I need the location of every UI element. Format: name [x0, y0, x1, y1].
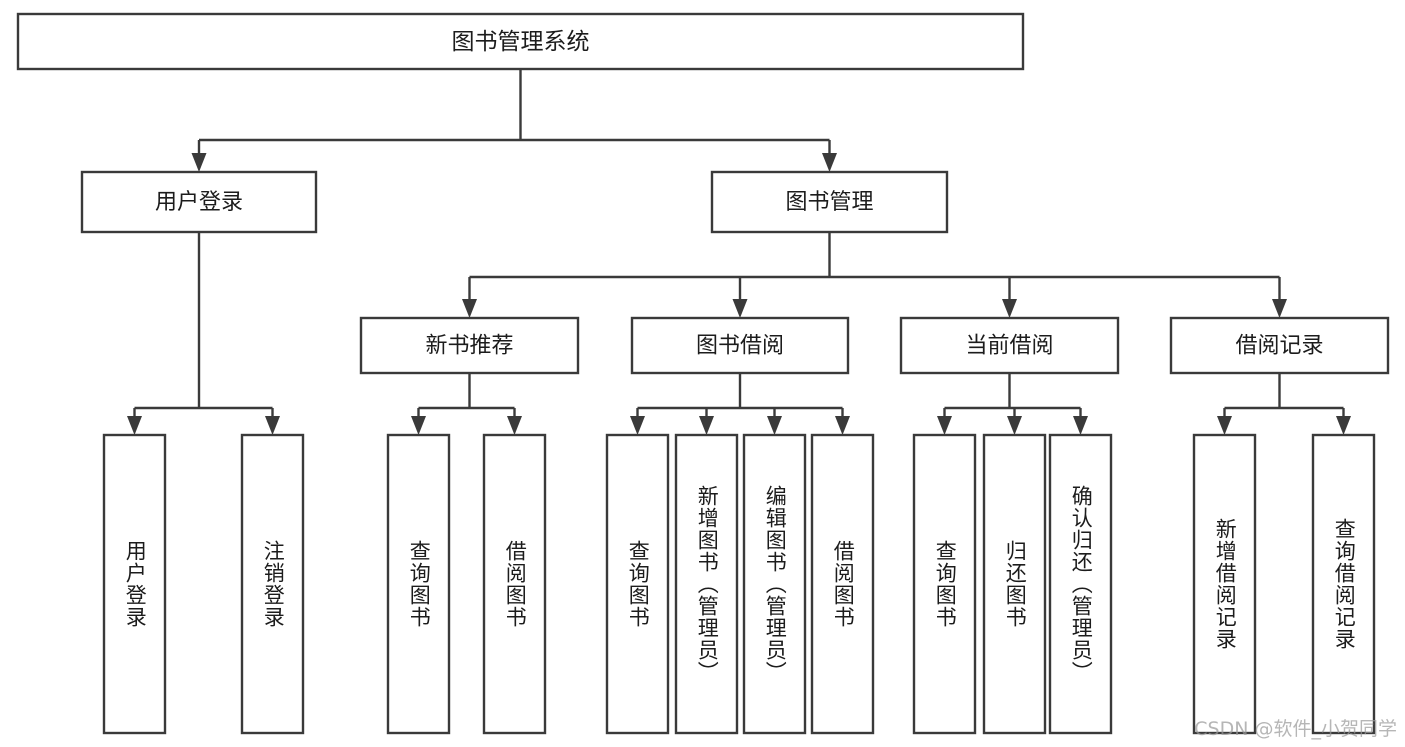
node-leaf-return-book[interactable]: [982, 433, 1047, 735]
node-borrow-record-label: 借阅记录: [1235, 334, 1323, 359]
arrow-head-icon: [1272, 299, 1287, 318]
node-user-login[interactable]: [80, 170, 318, 234]
node-leaf-query-borrow-record[interactable]: [1311, 433, 1376, 735]
node-leaf-borrow-book-recommend[interactable]: [482, 433, 547, 735]
arrow-head-icon: [1073, 416, 1088, 435]
node-book-borrow-label: 图书借阅: [696, 334, 784, 359]
node-book-borrow[interactable]: [630, 316, 850, 375]
arrow-head-icon: [767, 416, 782, 435]
node-new-book-recommend[interactable]: [359, 316, 580, 375]
arrow-head-icon: [699, 416, 714, 435]
node-current-borrow[interactable]: [899, 316, 1120, 375]
arrow-head-icon: [822, 153, 837, 172]
arrow-head-icon: [507, 416, 522, 435]
node-root-label: 图书管理系统: [452, 29, 590, 55]
watermark: CSDN @软件_小贺同学: [1194, 718, 1397, 740]
node-leaf-query-book-borrow[interactable]: [605, 433, 670, 735]
node-leaf-add-borrow-record[interactable]: [1192, 433, 1257, 735]
node-leaf-borrow-book[interactable]: [810, 433, 875, 735]
node-leaf-user-login[interactable]: [102, 433, 167, 735]
node-leaf-confirm-return-admin[interactable]: [1048, 433, 1113, 735]
node-borrow-record[interactable]: [1169, 316, 1390, 375]
arrow-head-icon: [937, 416, 952, 435]
arrow-head-icon: [127, 416, 142, 435]
node-root[interactable]: [16, 12, 1025, 71]
node-leaf-logout[interactable]: [240, 433, 305, 735]
arrow-head-icon: [1002, 299, 1017, 318]
connector-layer: [127, 69, 1351, 435]
node-user-login-label: 用户登录: [155, 190, 243, 215]
arrow-head-icon: [411, 416, 426, 435]
node-leaf-query-book-current[interactable]: [912, 433, 977, 735]
node-leaf-query-book-recommend[interactable]: [386, 433, 451, 735]
arrow-head-icon: [732, 299, 748, 318]
arrow-head-icon: [1007, 416, 1022, 435]
node-leaf-add-book-admin[interactable]: [674, 433, 739, 735]
arrow-head-icon: [630, 416, 645, 435]
arrow-head-icon: [265, 416, 280, 435]
arrow-head-icon: [1217, 416, 1232, 435]
node-leaf-edit-book-admin[interactable]: [742, 433, 807, 735]
arrow-head-icon: [191, 153, 207, 172]
arrow-head-icon: [462, 299, 477, 318]
node-book-management-label: 图书管理: [785, 190, 873, 215]
node-new-book-recommend-label: 新书推荐: [425, 334, 513, 359]
arrow-head-icon: [835, 416, 850, 435]
node-current-borrow-label: 当前借阅: [965, 334, 1053, 359]
node-book-management[interactable]: [710, 170, 949, 234]
arrow-head-icon: [1336, 416, 1351, 435]
node-box-layer: [16, 12, 1390, 735]
